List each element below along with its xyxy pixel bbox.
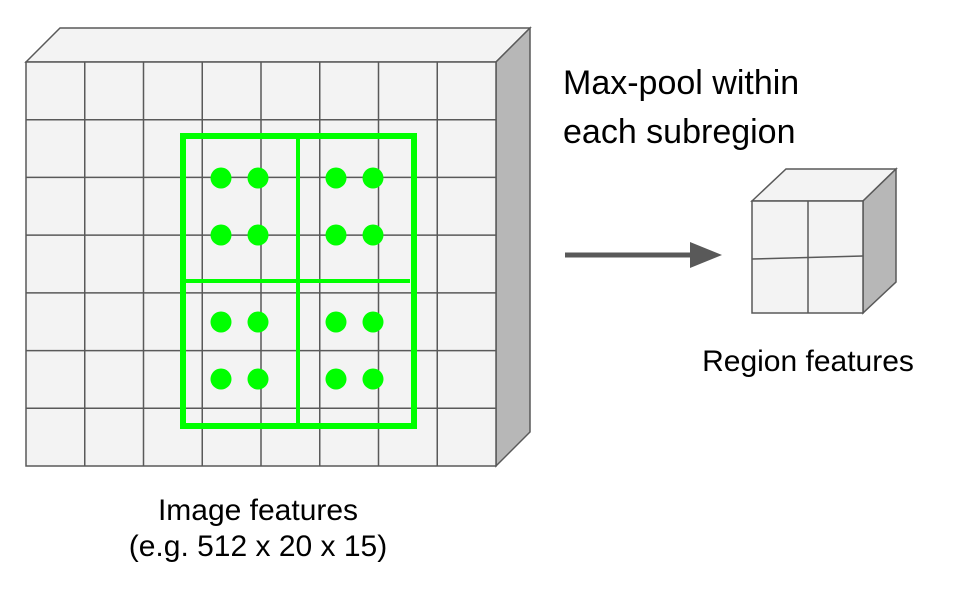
arrow bbox=[565, 242, 722, 268]
operation-label-line1: Max-pool within bbox=[563, 64, 800, 102]
arrow-head bbox=[690, 242, 722, 268]
sample-point bbox=[247, 167, 269, 189]
feature-map-grid bbox=[26, 62, 496, 466]
image-features-label: Image features (e.g. 512 x 20 x 15) bbox=[108, 493, 408, 565]
sample-point bbox=[325, 167, 347, 189]
region-feature-cube bbox=[750, 167, 898, 315]
sample-point bbox=[247, 368, 269, 390]
image-features-label-line2: (e.g. 512 x 20 x 15) bbox=[128, 530, 388, 563]
sample-point bbox=[362, 224, 384, 246]
sample-point bbox=[210, 311, 232, 333]
region-features-label: Region features bbox=[702, 345, 914, 378]
sample-point bbox=[210, 224, 232, 246]
image-features-label-line1: Image features bbox=[157, 494, 359, 527]
sample-point bbox=[247, 224, 269, 246]
feature-map-top-face bbox=[24, 27, 532, 63]
image-feature-map bbox=[24, 26, 532, 468]
sample-point bbox=[247, 311, 269, 333]
sample-point bbox=[325, 368, 347, 390]
sample-point bbox=[362, 167, 384, 189]
operation-label: Max-pool within each subregion bbox=[563, 59, 799, 157]
sample-points bbox=[210, 167, 384, 390]
sample-point bbox=[362, 368, 384, 390]
sample-point bbox=[362, 311, 384, 333]
sample-point bbox=[210, 368, 232, 390]
operation-label-line2: each subregion bbox=[563, 113, 796, 151]
feature-map-side-face bbox=[495, 26, 531, 468]
sample-point bbox=[325, 311, 347, 333]
region-of-interest bbox=[180, 133, 417, 429]
sample-point bbox=[325, 224, 347, 246]
sample-point bbox=[210, 167, 232, 189]
cube-horizontal-divider bbox=[751, 255, 864, 260]
